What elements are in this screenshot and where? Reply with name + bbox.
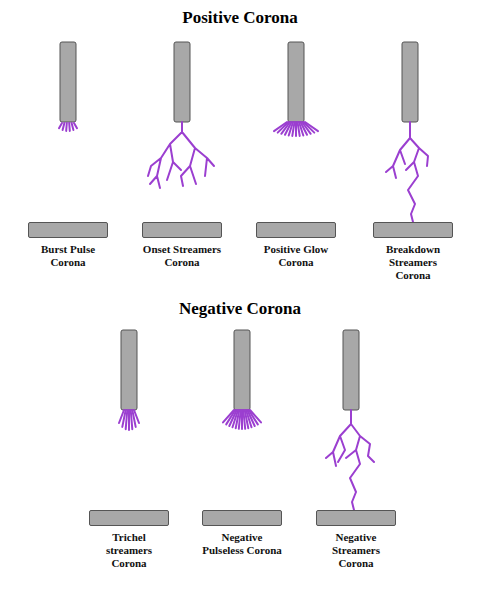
- trichel-stroke: [126, 410, 128, 429]
- trichel-stroke: [134, 410, 139, 423]
- breakdown-streamers: [386, 122, 428, 222]
- corona-label: Breakdown Streamers Corona: [373, 243, 453, 282]
- glow-stroke: [305, 122, 318, 131]
- pulseless-stroke: [239, 410, 241, 429]
- glow-stroke: [295, 122, 297, 136]
- electrode-rod: [402, 42, 418, 122]
- trichel-stroke: [128, 410, 130, 430]
- corona-label: Onset Streamers Corona: [142, 243, 222, 269]
- ground-plate: Breakdown Streamers Corona: [373, 222, 453, 238]
- ground-plate: Onset Streamers Corona: [142, 222, 222, 238]
- corona-label: Positive Glow Corona: [256, 243, 336, 269]
- onset-streamers: [148, 122, 214, 188]
- ground-plate: Trichel streamers Corona: [89, 510, 169, 526]
- burst-pulse-stroke: [65, 123, 68, 131]
- plate-shape: [142, 222, 222, 238]
- burst-pulse-stroke: [59, 123, 62, 128]
- burst-pulse-stroke: [72, 123, 74, 130]
- electrode-rod: [234, 330, 250, 410]
- plate-shape: [316, 510, 396, 526]
- plate-shape: [202, 510, 282, 526]
- plate-shape: [89, 510, 169, 526]
- plate-shape: [28, 222, 108, 238]
- ground-plate: Negative Pulseless Corona: [202, 510, 282, 526]
- corona-label: Trichel streamers Corona: [89, 531, 169, 570]
- plate-shape: [256, 222, 336, 238]
- section-heading: Positive Corona: [0, 8, 480, 28]
- corona-label: Negative Pulseless Corona: [202, 531, 282, 557]
- burst-pulse-stroke: [68, 123, 71, 131]
- ground-plate: Positive Glow Corona: [256, 222, 336, 238]
- negative-streamers: [326, 410, 374, 510]
- section-heading: Negative Corona: [0, 299, 480, 319]
- corona-label: Burst Pulse Corona: [28, 243, 108, 269]
- pulseless-stroke: [250, 410, 261, 422]
- corona-label: Negative Streamers Corona: [316, 531, 396, 570]
- electrode-rod: [60, 42, 76, 122]
- electrode-rod: [288, 42, 304, 122]
- burst-pulse-stroke: [74, 123, 77, 128]
- glow-stroke: [292, 122, 294, 136]
- ground-plate: Burst Pulse Corona: [28, 222, 108, 238]
- electrode-rod: [343, 330, 359, 410]
- ground-plate: Negative Streamers Corona: [316, 510, 396, 526]
- electrode-rod: [121, 330, 137, 410]
- burst-pulse-stroke: [63, 123, 65, 130]
- plate-shape: [373, 222, 453, 238]
- electrode-rod: [174, 42, 190, 122]
